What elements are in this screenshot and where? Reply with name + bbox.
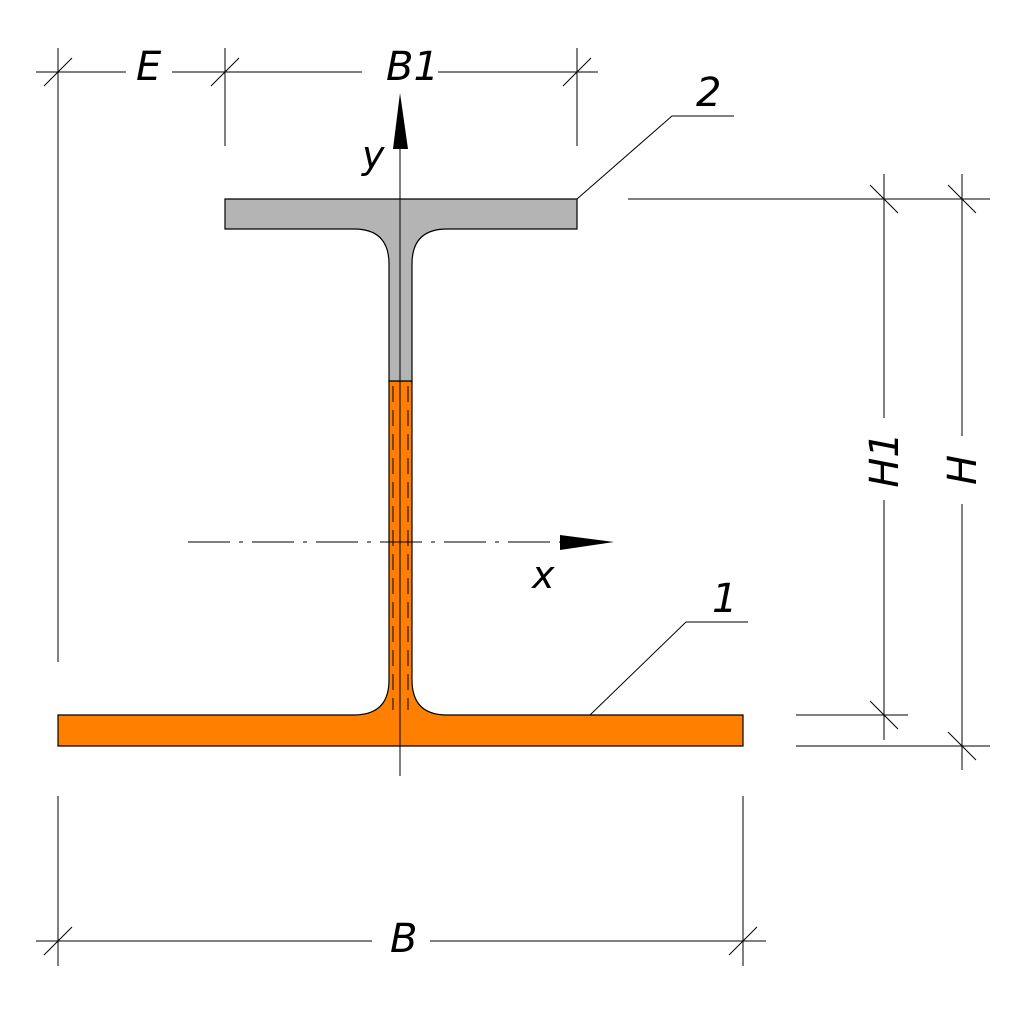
dimension-tick — [43, 57, 73, 87]
dimension-tick — [43, 926, 73, 956]
dimension-tick — [947, 184, 977, 214]
y-axis-label: y — [361, 133, 385, 177]
dimension-label-b1: B1 — [386, 44, 439, 90]
x-axis-arrowhead — [560, 535, 614, 550]
y-axis-arrowhead — [393, 93, 408, 149]
dimension-label-b: B — [390, 916, 417, 962]
callout-label-1: 1 — [712, 576, 737, 622]
leader-line-part-2 — [576, 115, 734, 200]
callout-label-2: 2 — [696, 70, 721, 116]
dimension-label-h1: H1 — [862, 432, 908, 488]
dimension-tick — [728, 926, 758, 956]
x-axis-label: x — [531, 553, 555, 597]
dimension-label-h: H — [940, 455, 986, 485]
dimension-tick — [869, 700, 899, 730]
dimension-tick — [210, 57, 240, 87]
leader-line-part-1 — [589, 621, 748, 716]
dimension-tick — [562, 57, 592, 87]
dimension-tick — [947, 731, 977, 761]
dimension-label-e: E — [136, 44, 162, 90]
dimension-tick — [869, 184, 899, 214]
part-2-top-tee — [224, 198, 578, 382]
